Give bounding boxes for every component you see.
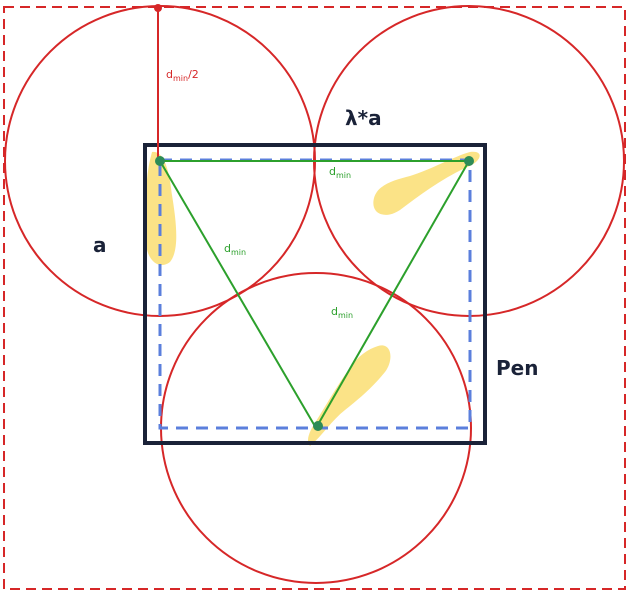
- blob-top-right: [373, 151, 480, 215]
- label-dmin-right: dmin: [331, 305, 353, 320]
- dmin-triangle: [159, 160, 470, 429]
- inner-square-a: [143, 143, 487, 445]
- triangle-right-edge: [315, 160, 470, 429]
- vertex-bottom: [313, 421, 323, 431]
- blob-bottom: [307, 345, 391, 446]
- yellow-blobs: [145, 151, 480, 446]
- label-dmin-top: dmin: [329, 165, 351, 180]
- label-pen: Pen: [496, 356, 538, 380]
- label-dmin-half: dmin/2: [166, 68, 199, 83]
- label-a: a: [93, 233, 107, 257]
- vertex-top-left: [155, 156, 165, 166]
- outer-dashed-boundary: [3, 6, 626, 590]
- label-dmin-left: dmin: [224, 242, 246, 257]
- triangle-left-edge: [159, 160, 317, 429]
- radius-top-point: [154, 4, 162, 12]
- pen-dashed-square: [158, 158, 472, 430]
- vertex-top-right: [464, 156, 474, 166]
- label-lambda-a: λ*a: [345, 106, 382, 130]
